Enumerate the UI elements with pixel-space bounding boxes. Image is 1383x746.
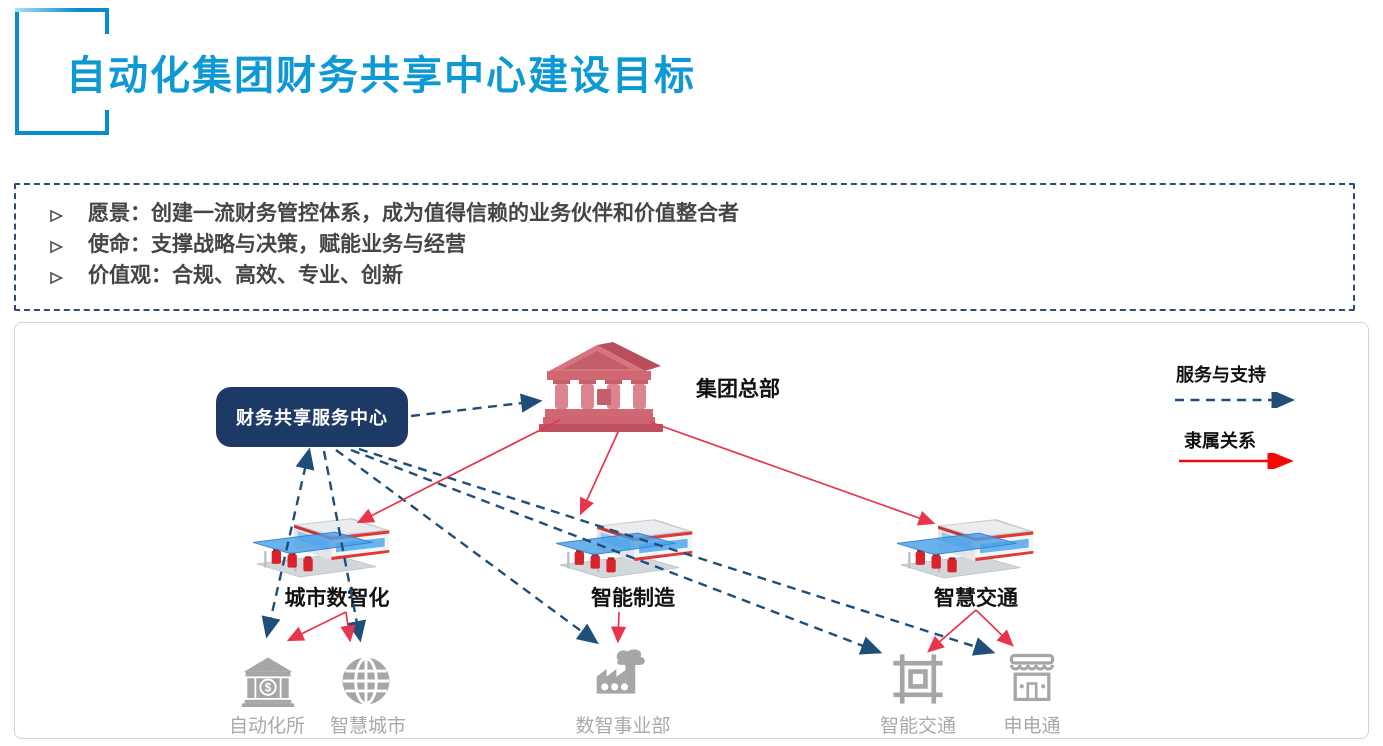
arrow-bullet-icon <box>49 206 64 232</box>
headquarters-label: 集团总部 <box>696 378 780 401</box>
vision-text: 愿景：创建一流财务管控体系，成为值得信赖的业务伙伴和价值整合者 <box>88 202 739 225</box>
values-text: 价值观：合规、高效、专业、创新 <box>88 264 403 287</box>
arrow-bullet-icon <box>49 268 64 294</box>
division-label: 城市数智化 <box>284 587 390 610</box>
factory-icon <box>591 647 649 699</box>
legend-affiliation-label: 隶属关系 <box>1184 431 1256 451</box>
affiliation-arrow-hq-division-1 <box>579 429 620 516</box>
slide-title: 自动化集团财务共享中心建设目标 <box>64 50 710 102</box>
mission-text: 使命：支撑战略与决策，赋能业务与经营 <box>88 233 466 256</box>
subsidiary-label: 申电通 <box>1003 716 1061 737</box>
affiliation-arrow-division1-sub2 <box>610 611 627 644</box>
bank-dollar-icon <box>241 653 295 707</box>
mission-item: 愿景：创建一流财务管控体系，成为值得信赖的业务伙伴和价值整合者 <box>35 201 1353 232</box>
affiliation-arrow-division0-sub0 <box>286 611 347 642</box>
frame-icon <box>892 653 944 705</box>
service-arrow-to-headquarters <box>410 393 543 418</box>
affiliation-arrow-division2-sub3 <box>927 609 977 653</box>
subsidiary-label: 数智事业部 <box>575 716 671 737</box>
affiliation-arrow-division0-sub1 <box>340 611 356 643</box>
bank-building-icon <box>539 341 669 433</box>
mission-statement-box: 愿景：创建一流财务管控体系，成为值得信赖的业务伙伴和价值整合者 使命：支撑战略与… <box>14 183 1355 311</box>
arrow-bullet-icon <box>49 237 64 263</box>
service-station-building-icon <box>253 517 393 579</box>
mission-item: 使命：支撑战略与决策，赋能业务与经营 <box>35 232 1353 263</box>
dashed-arrow-icon <box>1175 392 1295 408</box>
shared-service-center-label: 财务共享服务中心 <box>236 408 388 428</box>
division-label: 智能制造 <box>591 587 675 610</box>
legend-service-label: 服务与支持 <box>1176 365 1266 385</box>
solid-arrow-icon <box>1179 453 1294 469</box>
affiliation-arrow-hq-division-2 <box>649 421 936 526</box>
service-station-building-icon <box>897 518 1037 580</box>
org-diagram-panel: 集团总部 财务共享服务中心 服务与支持 隶属关系 <box>14 322 1369 739</box>
shared-service-center-box: 财务共享服务中心 <box>216 387 408 447</box>
globe-icon <box>339 654 393 708</box>
affiliation-arrow-division2-sub4 <box>975 609 1014 647</box>
service-station-building-icon <box>556 518 696 580</box>
subsidiary-label: 自动化所 <box>228 716 305 737</box>
mission-item: 价值观：合规、高效、专业、创新 <box>35 263 1353 294</box>
storefront-icon <box>1004 650 1060 704</box>
subsidiary-label: 智能交通 <box>879 716 956 737</box>
subsidiary-label: 智慧城市 <box>329 716 406 737</box>
division-label: 智慧交通 <box>934 587 1018 610</box>
